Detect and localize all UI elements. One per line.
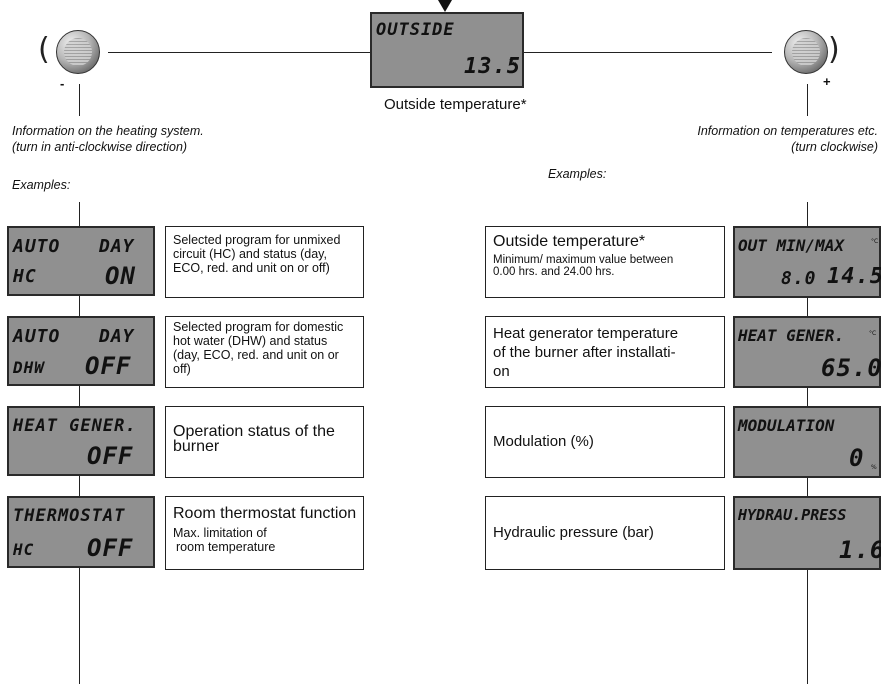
display-line-2a: HC: [13, 266, 37, 287]
display-line-1a: HYDRAU.PRESS: [738, 506, 847, 524]
right-rotary-knob[interactable]: [784, 30, 828, 74]
left-desc-thermostat: Room thermostat function Max. limitation…: [165, 496, 364, 570]
desc-line: of the burner after installati-: [493, 344, 676, 361]
right-examples-label: Examples:: [548, 167, 607, 181]
left-display-thermostat: THERMOSTAT HC OFF: [7, 496, 155, 568]
desc-line: Heat generator temperature: [493, 325, 679, 342]
display-unit: °C: [509, 58, 517, 65]
plus-sign: +: [823, 74, 831, 89]
desc-title: Room thermostat function: [173, 505, 357, 522]
down-arrow-icon: [438, 0, 452, 12]
display-line-1a: AUTO: [13, 236, 61, 257]
left-rotation-arc-icon: (: [38, 32, 50, 67]
desc-line: (day, ECO, red. and unit on or: [173, 348, 339, 362]
display-line-1a: THERMOSTAT: [13, 506, 126, 526]
right-display-outside-minmax: OUT MIN/MAX °C 8.0 14.5: [733, 226, 881, 298]
minus-sign: -: [60, 76, 65, 91]
left-desc-dhw-status: Selected program for domestic hot water …: [165, 316, 364, 388]
display-line-1a: MODULATION: [738, 416, 835, 435]
display-line-1: OUTSIDE: [376, 20, 455, 40]
display-line-2b: OFF: [87, 534, 134, 562]
display-line-2b: 0: [849, 444, 865, 472]
right-display-hydraulic-pressure: HYDRAU.PRESS 1.6: [733, 496, 881, 570]
desc-line: Minimum/ maximum value between: [493, 254, 674, 266]
outside-temperature-caption: Outside temperature*: [384, 96, 527, 113]
display-line-2b: ON: [105, 262, 136, 290]
right-info-line-1: Information on temperatures etc.: [697, 124, 878, 138]
left-trunk-top: [79, 84, 80, 116]
left-desc-hc-status: Selected program for unmixed circuit (HC…: [165, 226, 364, 298]
right-info-line-2: (turn clockwise): [791, 140, 878, 154]
desc-line: hot water (DHW) and status: [173, 334, 328, 348]
display-line-2a: 8.0: [781, 268, 817, 289]
desc-line: room temperature: [176, 540, 276, 554]
display-line-2a: HC: [13, 540, 35, 559]
top-connector-left: [108, 52, 370, 53]
display-line-1a: AUTO: [13, 326, 61, 347]
display-unit: °C: [869, 330, 877, 337]
display-line-1a: OUT MIN/MAX: [738, 236, 844, 255]
desc-line: 0.00 hrs. and 24.00 hrs.: [493, 266, 615, 278]
display-line-1a: HEAT GENER.: [13, 416, 137, 436]
display-line-2b: OFF: [87, 442, 134, 470]
right-display-heat-generator: HEAT GENER. °C 65.0: [733, 316, 881, 388]
right-info: Information on temperatures etc. (turn c…: [600, 123, 878, 155]
desc-line: Modulation (%): [493, 433, 594, 450]
desc-line: burner: [173, 438, 220, 455]
left-info-line-2: (turn in anti-clockwise direction): [12, 140, 188, 154]
left-rotary-knob[interactable]: [56, 30, 100, 74]
display-unit: °C: [871, 238, 879, 245]
right-desc-modulation: Modulation (%): [485, 406, 725, 478]
desc-title: Outside temperature*: [493, 233, 646, 250]
display-value: 13.5: [464, 54, 521, 79]
display-line-2b: 14.5: [827, 264, 881, 289]
desc-line: circuit (HC) and status (day,: [173, 247, 327, 261]
left-examples-label: Examples:: [12, 178, 71, 192]
desc-line: Max. limitation of: [173, 526, 267, 540]
display-line-1b: DAY: [99, 326, 135, 347]
left-display-burner-status: HEAT GENER. OFF: [7, 406, 155, 476]
display-line-2b: 65.0: [821, 354, 881, 382]
right-trunk-top: [807, 84, 808, 116]
display-line-1a: HEAT GENER.: [738, 326, 844, 345]
desc-line: on: [493, 363, 510, 380]
display-line-1b: DAY: [99, 236, 135, 257]
display-unit: %: [871, 464, 877, 471]
desc-line: off): [173, 362, 191, 376]
desc-line: Selected program for unmixed: [173, 233, 341, 247]
display-line-2a: DHW: [13, 358, 45, 377]
right-desc-heat-generator: Heat generator temperature of the burner…: [485, 316, 725, 388]
right-rotation-arc-icon: ): [828, 32, 840, 67]
outside-display: OUTSIDE 13.5 °C: [370, 12, 524, 88]
desc-line: Hydraulic pressure (bar): [493, 524, 654, 541]
right-desc-hydraulic-pressure: Hydraulic pressure (bar): [485, 496, 725, 570]
left-display-hc-status: AUTO DAY HC ON: [7, 226, 155, 296]
display-line-2b: OFF: [85, 352, 132, 380]
left-display-dhw-status: AUTO DAY DHW OFF: [7, 316, 155, 386]
desc-line: Selected program for domestic: [173, 320, 344, 334]
desc-line: Operation status of the: [173, 423, 335, 440]
left-info: Information on the heating system. (turn…: [12, 123, 204, 155]
desc-line: ECO, red. and unit on or off): [173, 261, 330, 275]
right-desc-outside-minmax: Outside temperature* Minimum/ maximum va…: [485, 226, 725, 298]
left-desc-burner-status: Operation status of the burner: [165, 406, 364, 478]
right-display-modulation: MODULATION 0 %: [733, 406, 881, 478]
display-line-2b: 1.6: [839, 536, 881, 564]
top-connector-right: [524, 52, 772, 53]
left-info-line-1: Information on the heating system.: [12, 124, 204, 138]
